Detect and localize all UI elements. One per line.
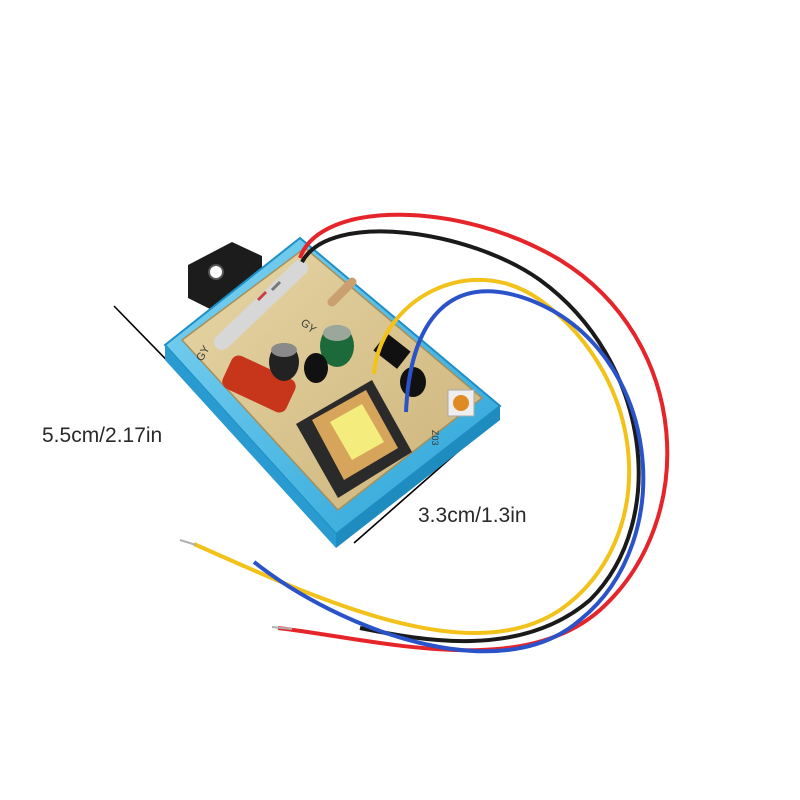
film-capacitor	[222, 355, 296, 413]
transistor-small-2	[400, 367, 426, 397]
silk-text-right: Z03	[430, 430, 440, 446]
electrolytic-capacitor-1	[269, 343, 299, 381]
transformer	[296, 380, 412, 498]
wire-black	[300, 229, 641, 643]
electrolytic-capacitor-2	[320, 325, 354, 367]
wire-yellow	[179, 277, 632, 635]
width-dimension-label: 3.3cm/1.3in	[418, 504, 527, 527]
resistor-white	[214, 260, 308, 350]
transistor-small-1	[304, 353, 328, 383]
wire-blue	[252, 289, 646, 654]
resistor-beige	[327, 277, 357, 307]
length-dimension-label: 5.5cm/2.17in	[42, 424, 163, 447]
potentiometer	[447, 389, 475, 417]
